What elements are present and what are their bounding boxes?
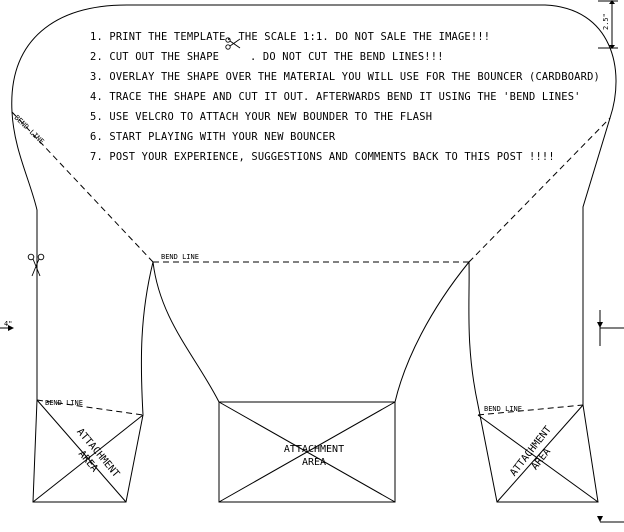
- attachment-area-center-line1: ATTACHMENT: [284, 444, 344, 455]
- instruction-5: 5. USE VELCRO TO ATTACH YOUR NEW BOUNDER…: [90, 111, 432, 123]
- bend-line-upper-left: [11, 111, 154, 263]
- bend-line-lower-right: [477, 404, 584, 416]
- bend-line-label-upper-left: BEND LINE: [13, 114, 46, 146]
- dimension-left: 4": [4, 320, 12, 328]
- dimension-top-right: 2.5": [602, 13, 610, 30]
- instruction-2b: . DO NOT CUT THE BEND LINES!!!: [250, 51, 444, 63]
- instruction-6: 6. START PLAYING WITH YOUR NEW BOUNCER: [90, 131, 336, 143]
- instruction-4: 4. TRACE THE SHAPE AND CUT IT OUT. AFTER…: [90, 91, 581, 103]
- instruction-3: 3. OVERLAY THE SHAPE OVER THE MATERIAL Y…: [90, 71, 600, 83]
- instruction-7: 7. POST YOUR EXPERIENCE, SUGGESTIONS AND…: [90, 151, 555, 163]
- scissors-icon: [225, 37, 241, 50]
- attachment-area-center-line2: AREA: [302, 457, 326, 468]
- template-outline: [11, 4, 617, 503]
- instruction-2: 2. CUT OUT THE SHAPE: [90, 51, 219, 63]
- bend-line-upper-right: [468, 117, 611, 263]
- scissors-icon-left: [27, 253, 45, 277]
- instruction-1: 1. PRINT THE TEMPLATE. THE SCALE 1:1. DO…: [90, 31, 490, 43]
- bend-line-label-lower-left: BEND LINE: [45, 399, 83, 407]
- bend-line-lower-left: [36, 399, 144, 416]
- bend-line-label-middle: BEND LINE: [161, 253, 199, 261]
- bend-line-label-lower-right: BEND LINE: [484, 405, 522, 413]
